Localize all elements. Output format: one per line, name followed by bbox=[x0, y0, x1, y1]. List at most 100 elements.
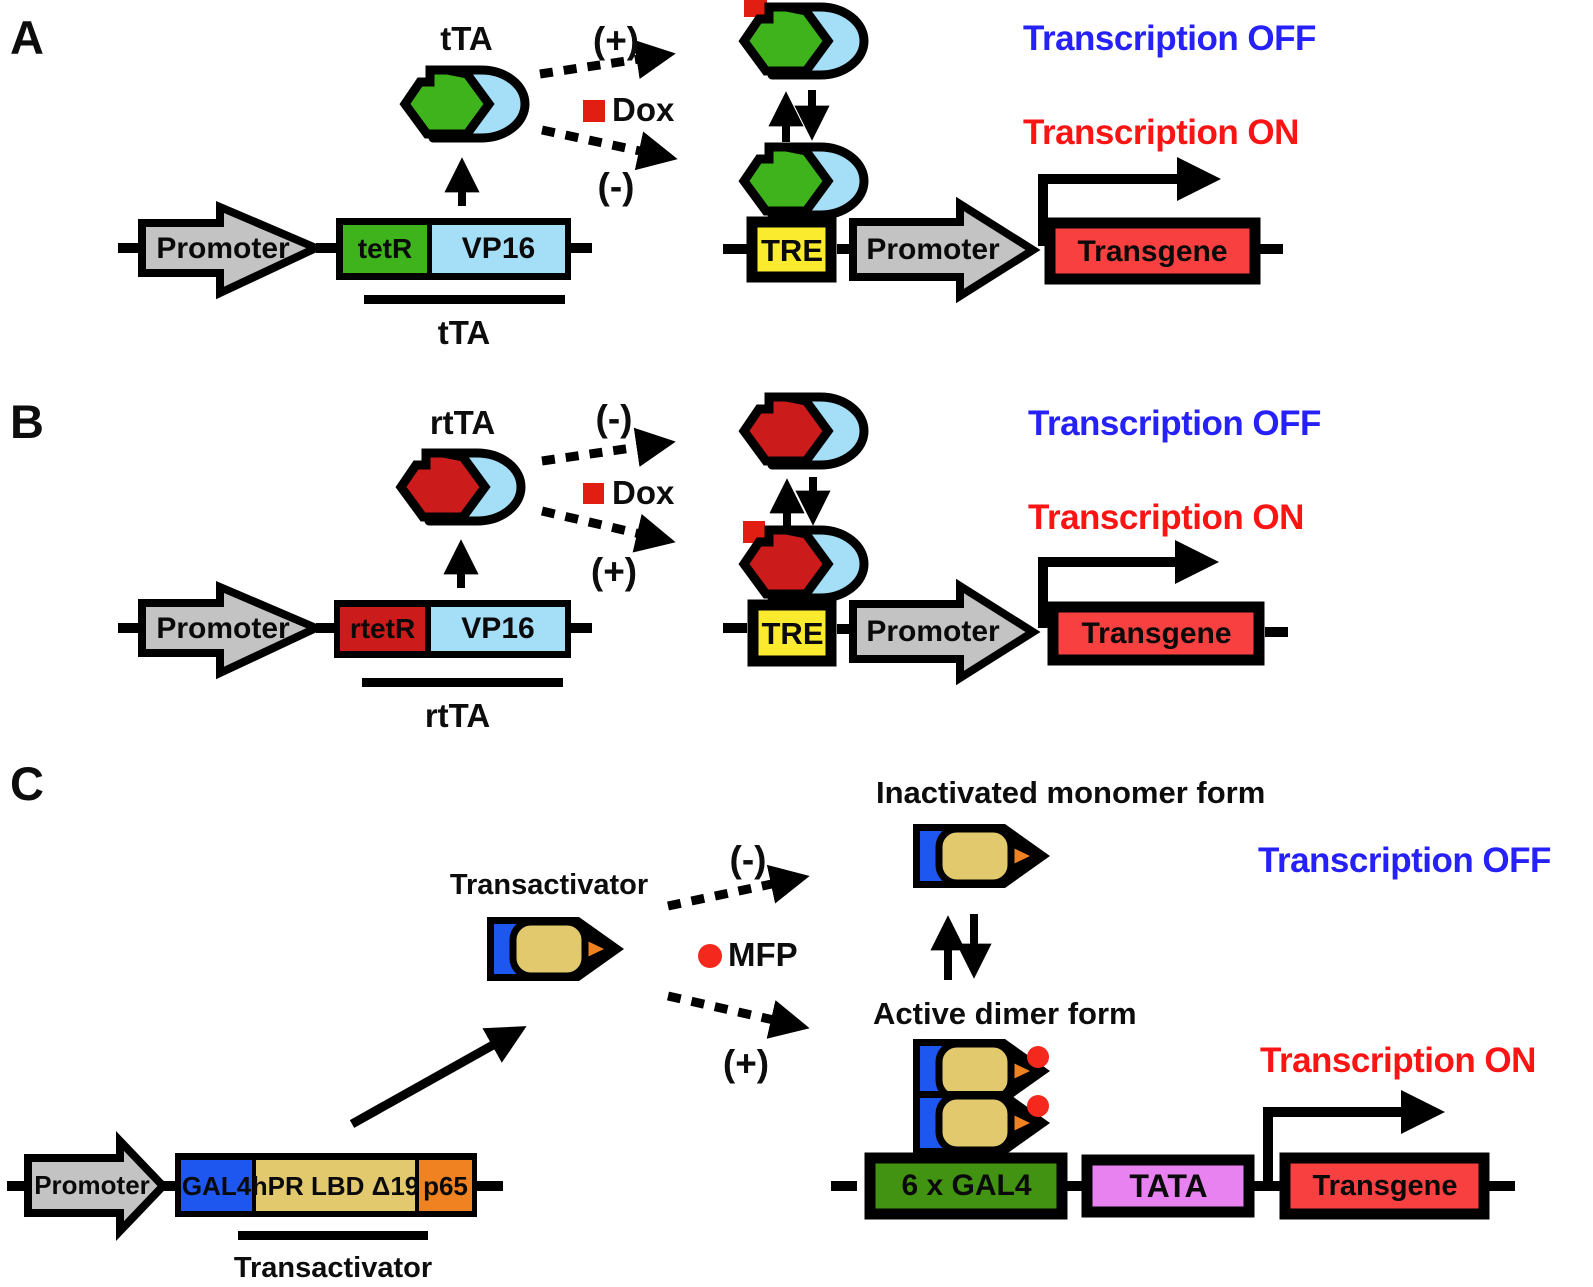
dox-square-icon bbox=[583, 100, 605, 122]
plus-mfp-path-arrow bbox=[667, 991, 810, 1039]
tre-label: TRE bbox=[761, 232, 823, 268]
promoter-arrow bbox=[24, 1131, 169, 1241]
minus-dox-path-arrow bbox=[541, 427, 676, 467]
gal4-operator-box bbox=[864, 1152, 1068, 1220]
minus-sign: (-) bbox=[597, 165, 635, 207]
minus-dox-path-arrow bbox=[541, 125, 678, 171]
dna-segment bbox=[118, 243, 142, 253]
transactivator-monomer-icon bbox=[487, 917, 624, 981]
plus-dox-path-arrow bbox=[539, 39, 676, 80]
promoter-label: Promoter bbox=[156, 612, 290, 645]
p65-label: p65 bbox=[423, 1170, 468, 1201]
transgene-label: Transgene bbox=[1077, 234, 1228, 268]
tTA-complex-icon bbox=[405, 70, 525, 138]
hpr-lbd-box bbox=[256, 1160, 415, 1211]
tata-label: TATA bbox=[1129, 1168, 1208, 1204]
transcription-on-label: Transcription ON bbox=[1260, 1041, 1536, 1080]
minus-sign: (-) bbox=[595, 397, 633, 439]
vp16-box bbox=[432, 225, 565, 273]
transgene-label: Transgene bbox=[1081, 616, 1232, 650]
fusion-underline bbox=[238, 1231, 428, 1240]
dna-segment bbox=[1489, 1181, 1515, 1191]
plus-sign: (+) bbox=[722, 1042, 770, 1084]
dna-segment bbox=[837, 624, 853, 634]
transcription-off-label: Transcription OFF bbox=[1023, 19, 1316, 58]
dna-segment bbox=[1265, 627, 1288, 637]
gal4-label: GAL4 bbox=[181, 1170, 252, 1201]
transcription-start-arrow bbox=[1038, 539, 1220, 628]
tetR-box bbox=[343, 225, 427, 273]
transcription-start-arrow bbox=[1263, 1089, 1446, 1183]
panel-b-letter: B bbox=[10, 395, 44, 448]
rtTA-complex-icon bbox=[401, 453, 521, 521]
dna-segment bbox=[1062, 1181, 1082, 1191]
dox-square-icon bbox=[744, 0, 767, 17]
tre-label: TRE bbox=[761, 615, 824, 651]
rtetR-box bbox=[340, 607, 425, 651]
expression-arrow bbox=[349, 1026, 527, 1128]
dna-segment bbox=[118, 623, 142, 633]
dna-segment bbox=[1260, 244, 1283, 254]
dna-segment bbox=[316, 243, 336, 253]
dox-square-icon bbox=[583, 483, 604, 504]
fusion-label: rtTA bbox=[424, 696, 491, 734]
plus-sign: (+) bbox=[590, 550, 638, 592]
panel-a-artwork bbox=[118, 0, 1283, 304]
dna-segment bbox=[161, 1181, 177, 1191]
plus-dox-path-arrow bbox=[540, 506, 676, 553]
promoter-label: Promoter bbox=[866, 233, 1000, 266]
rtTA-dox-bound-complex-icon bbox=[744, 530, 864, 598]
monomer-state-title: Inactivated monomer form bbox=[876, 775, 1266, 810]
panel-b-artwork bbox=[118, 397, 1288, 687]
promoter-arrow bbox=[138, 200, 326, 300]
tTA-dox-complex-icon bbox=[744, 7, 864, 75]
promoter-label: Promoter bbox=[34, 1170, 150, 1200]
transcription-start-arrow bbox=[1038, 156, 1222, 246]
tTA-bound-complex-icon bbox=[744, 147, 864, 215]
dna-segment bbox=[837, 244, 853, 254]
vp16-label: VP16 bbox=[461, 232, 536, 265]
promoter-arrow bbox=[849, 578, 1041, 686]
dna-segment bbox=[571, 623, 592, 633]
dna-segment bbox=[316, 623, 336, 633]
dna-segment bbox=[831, 1181, 857, 1191]
promoter-label: Promoter bbox=[866, 615, 1000, 648]
rtta-label: rtTA bbox=[429, 403, 496, 441]
rtTA-free-complex-icon bbox=[744, 397, 864, 465]
mfp-circle-icon bbox=[1027, 1095, 1049, 1117]
p65-box bbox=[419, 1160, 472, 1211]
minus-sign: (-) bbox=[729, 838, 767, 880]
dna-segment bbox=[7, 1181, 26, 1191]
minus-mfp-path-arrow bbox=[667, 864, 810, 911]
transcription-on-label: Transcription ON bbox=[1028, 498, 1304, 537]
panel-a-letter: A bbox=[10, 11, 44, 64]
promoter-arrow bbox=[138, 580, 326, 680]
transactivator-label: Transactivator bbox=[449, 868, 649, 901]
mfp-circle-icon bbox=[1027, 1046, 1049, 1068]
dox-label: Dox bbox=[612, 474, 675, 511]
gal4-operator-label: 6 x GAL4 bbox=[901, 1169, 1032, 1202]
dox-label: Dox bbox=[612, 91, 675, 128]
promoter-arrow bbox=[849, 196, 1041, 304]
transgene-box bbox=[1044, 217, 1261, 285]
vp16-label: VP16 bbox=[461, 612, 535, 645]
fusion-label: tTA bbox=[437, 313, 491, 351]
panel-c-letter: C bbox=[10, 757, 44, 810]
transgene-box bbox=[1047, 601, 1265, 666]
transcription-off-label: Transcription OFF bbox=[1028, 404, 1321, 443]
tre-box bbox=[746, 216, 837, 283]
dna-segment bbox=[723, 244, 747, 254]
plus-sign: (+) bbox=[592, 19, 640, 61]
fusion-underline bbox=[362, 678, 563, 687]
fusion-underline bbox=[364, 295, 565, 304]
dna-segment bbox=[723, 623, 747, 633]
tata-box bbox=[1081, 1154, 1255, 1218]
transgene-box bbox=[1279, 1152, 1490, 1220]
mfp-circle-icon bbox=[698, 944, 722, 968]
transgene-label: Transgene bbox=[1312, 1169, 1458, 1202]
rtetR-label: rtetR bbox=[349, 613, 416, 644]
gal4-box bbox=[181, 1160, 252, 1211]
dna-segment bbox=[1254, 1181, 1280, 1191]
hpr-lbd-label: hPR LBD Δ19 bbox=[251, 1170, 420, 1201]
